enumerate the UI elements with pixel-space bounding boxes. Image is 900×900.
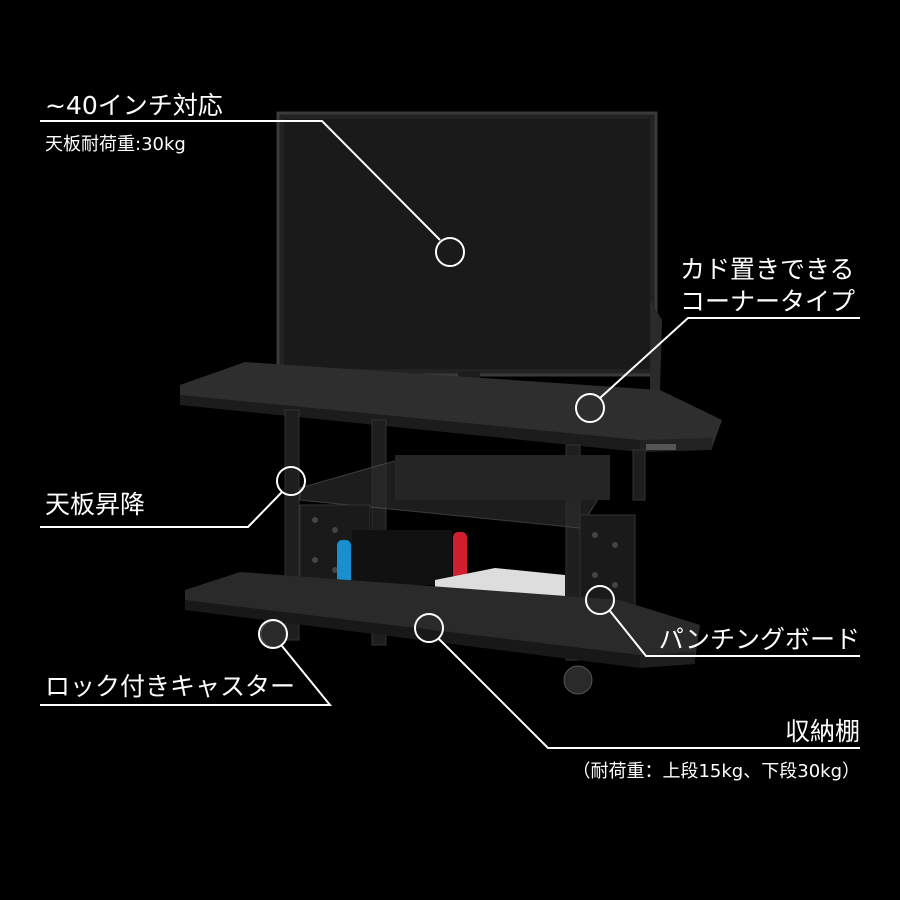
- top-load-capacity-label: 天板耐荷重:30kg: [45, 134, 186, 155]
- tv-size-label: ~40インチ対応: [45, 91, 223, 120]
- shelf-load-capacity-label: （耐荷重：上段15kg、下段30kg）: [572, 761, 860, 782]
- tv: [276, 111, 662, 411]
- caster-label: ロック付きキャスター: [45, 672, 296, 701]
- top-lift-label: 天板昇降: [45, 490, 146, 519]
- top-board: [180, 362, 722, 452]
- corner-label-line2: コーナータイプ: [680, 287, 856, 316]
- controller-red: [453, 532, 467, 580]
- casters: [260, 620, 593, 695]
- controller-blue: [337, 540, 351, 585]
- callout-lines: [40, 120, 860, 749]
- console: [352, 530, 452, 585]
- storage-shelf-label: 収納棚: [784, 717, 860, 746]
- middle-shelf: [299, 455, 611, 529]
- punching-board-label: パンチングボード: [658, 625, 860, 654]
- corner-label-line1: カド置きできる: [680, 255, 855, 284]
